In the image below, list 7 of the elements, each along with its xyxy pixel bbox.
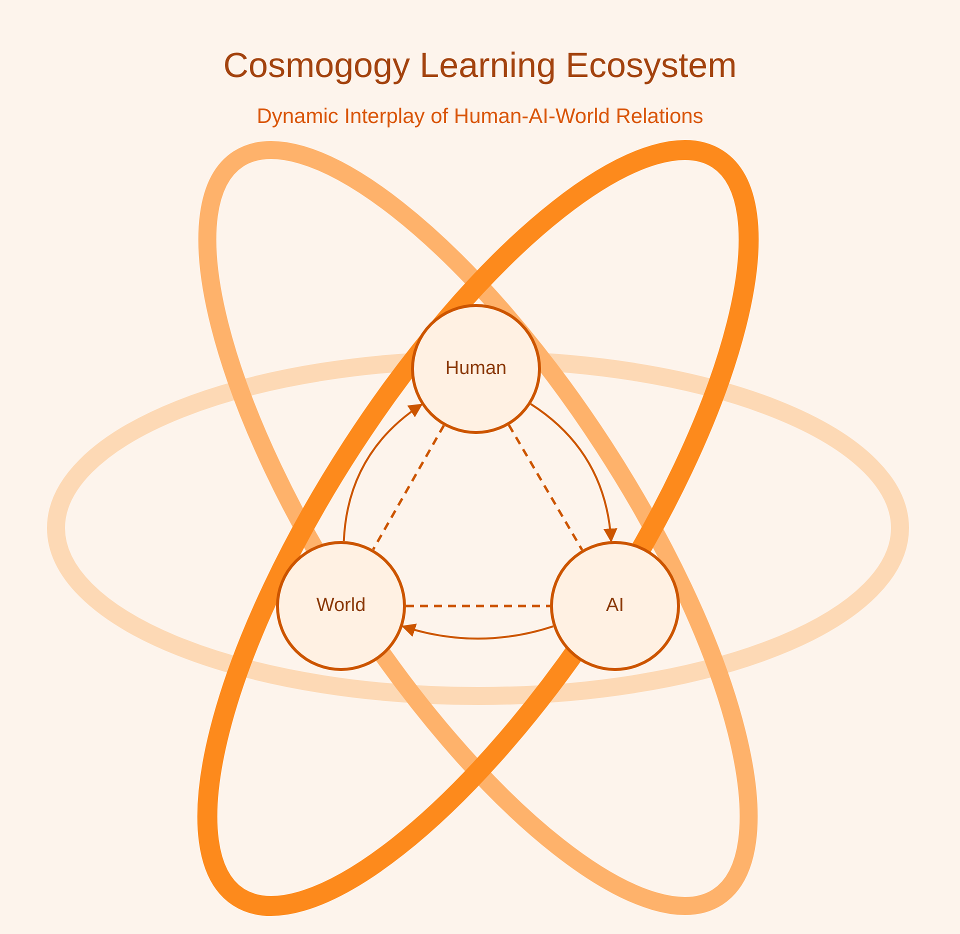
- node-label: World: [316, 594, 366, 618]
- arrow: [342, 404, 423, 542]
- node-label: AI: [606, 594, 624, 618]
- arrow: [530, 403, 617, 542]
- node-label: Human: [445, 356, 507, 381]
- title: Cosmogogy Learning Ecosystem: [222, 45, 738, 87]
- subtitle: Dynamic Interplay of Human-AI-World Relations: [256, 104, 704, 130]
